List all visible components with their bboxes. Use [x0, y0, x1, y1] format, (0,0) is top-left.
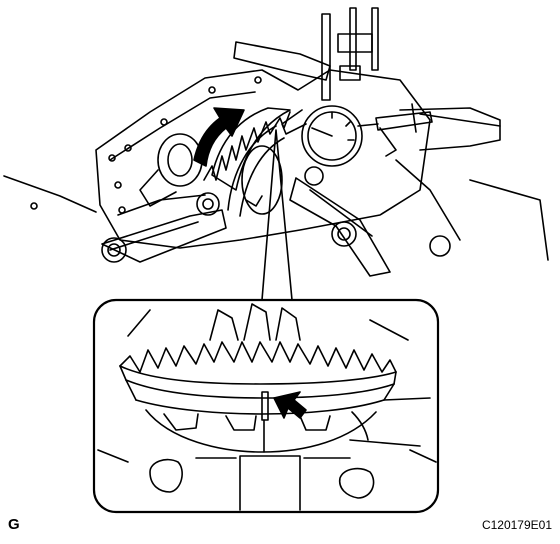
ring-gear-icon	[203, 107, 291, 217]
pointer-arrow-icon	[273, 391, 307, 419]
callout-leader-line	[261, 129, 293, 301]
corner-letter: G	[8, 516, 20, 533]
rotation-arrow-icon	[193, 107, 245, 167]
dial-indicator-icon	[281, 105, 379, 167]
detail-inset-frame	[92, 298, 440, 514]
detail-ring-gear-closeup	[97, 303, 437, 511]
figure-code: C120179E01	[481, 518, 552, 532]
differential-carrier-assembly	[3, 7, 549, 277]
